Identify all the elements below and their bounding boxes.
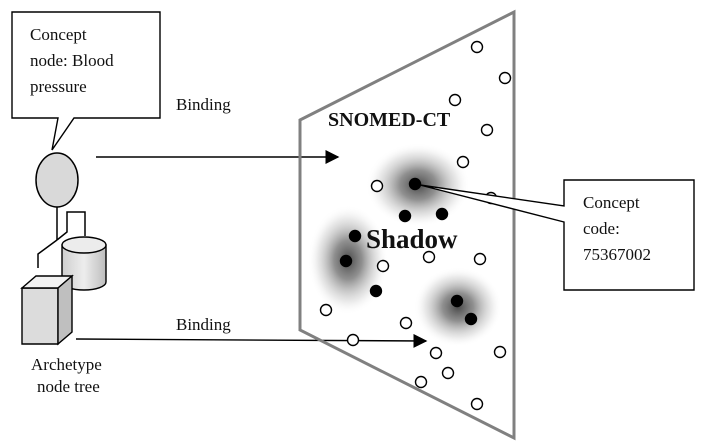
concept-node-open bbox=[346, 333, 360, 347]
callout-left-line-1: Concept bbox=[30, 25, 87, 44]
concept-node-open bbox=[376, 259, 390, 273]
binding-bottom-label: Binding bbox=[176, 315, 231, 334]
tree-root-node-icon bbox=[35, 152, 79, 208]
concept-node-open bbox=[448, 93, 462, 107]
concept-node-open bbox=[319, 303, 333, 317]
concept-node-filled bbox=[408, 177, 422, 191]
concept-node-filled bbox=[398, 209, 412, 223]
callout-right-line-3: 75367002 bbox=[583, 245, 651, 264]
concept-node-open bbox=[456, 155, 470, 169]
tree-branch-line-right bbox=[56, 211, 86, 241]
concept-node-open bbox=[493, 345, 507, 359]
concept-code-callout: Concept code: 75367002 bbox=[419, 179, 695, 291]
concept-node-filled bbox=[348, 229, 362, 243]
concept-node-open bbox=[480, 123, 494, 137]
concept-node-filled bbox=[464, 312, 478, 326]
concept-node-open bbox=[414, 375, 428, 389]
callout-left-line-2: node: Blood bbox=[30, 51, 114, 70]
shadow-label: Shadow bbox=[366, 224, 458, 254]
callout-left-line-3: pressure bbox=[30, 77, 87, 96]
binding-bottom-arrow bbox=[75, 333, 428, 348]
concept-node-open bbox=[441, 366, 455, 380]
concept-node-callout: Concept node: Blood pressure bbox=[11, 11, 161, 151]
callout-left-text: Concept node: Blood pressure bbox=[30, 25, 118, 96]
tree-label: Archetype node tree bbox=[31, 355, 106, 396]
concept-node-open bbox=[429, 346, 443, 360]
concept-node-filled bbox=[450, 294, 464, 308]
tree-branch-line bbox=[37, 239, 58, 268]
concept-node-open bbox=[422, 250, 436, 264]
concept-node-open bbox=[399, 316, 413, 330]
concept-node-filled bbox=[435, 207, 449, 221]
concept-node-open bbox=[473, 252, 487, 266]
callout-right-bubble bbox=[419, 179, 695, 291]
binding-arrows: Binding Binding bbox=[75, 95, 428, 348]
callout-right-line-1: Concept bbox=[583, 193, 640, 212]
binding-top-label: Binding bbox=[176, 95, 231, 114]
callout-right-text: Concept code: 75367002 bbox=[583, 193, 651, 264]
concept-node-filled bbox=[369, 284, 383, 298]
database-cylinder-icon bbox=[61, 236, 107, 291]
concept-node-open bbox=[370, 179, 384, 193]
snomed-panel bbox=[298, 9, 516, 441]
cube-node-icon bbox=[20, 274, 74, 346]
concept-node-open bbox=[470, 40, 484, 54]
callout-bubble bbox=[11, 11, 161, 151]
panel-title: SNOMED-CT bbox=[328, 109, 451, 131]
concept-node-open bbox=[498, 71, 512, 85]
archetype-node-tree: Archetype node tree bbox=[20, 152, 107, 396]
callout-right-line-2: code: bbox=[583, 219, 620, 238]
tree-label-line-1: Archetype bbox=[31, 355, 102, 374]
tree-label-line-2: node tree bbox=[37, 377, 100, 396]
concept-node-filled bbox=[339, 254, 353, 268]
concept-node-open bbox=[470, 397, 484, 411]
